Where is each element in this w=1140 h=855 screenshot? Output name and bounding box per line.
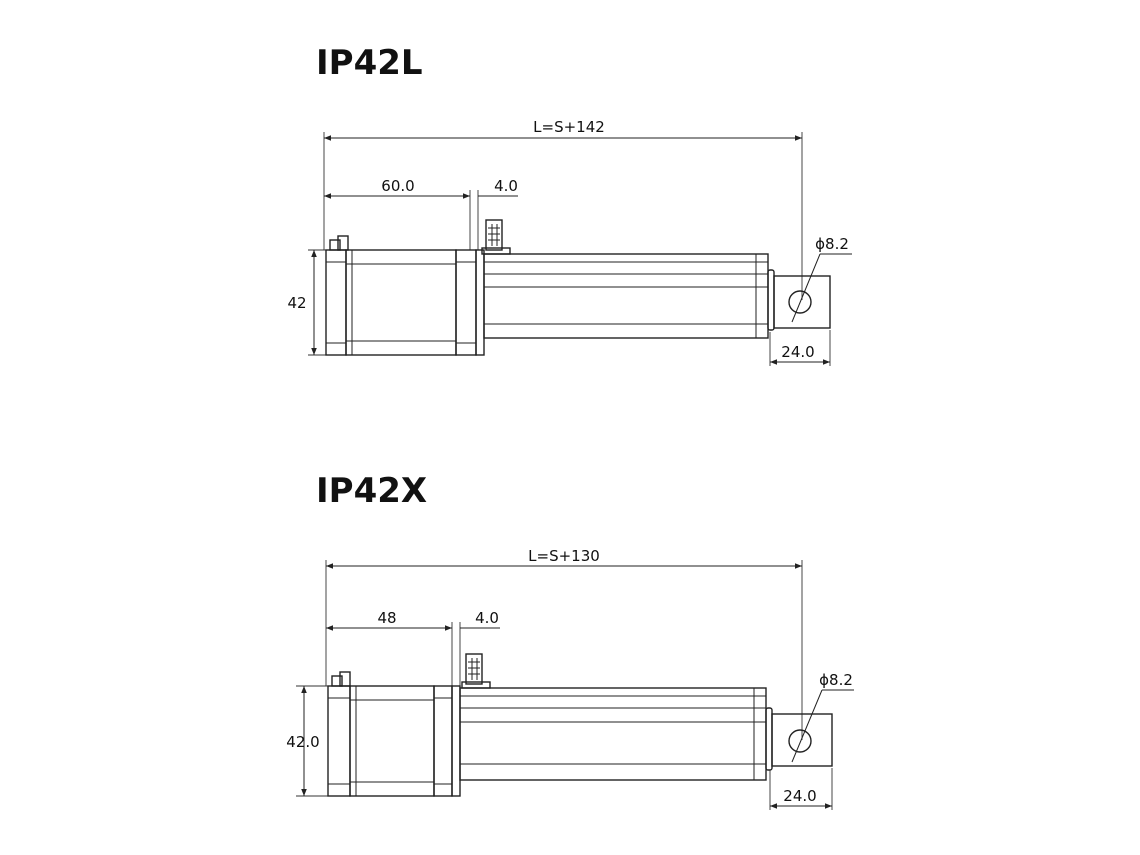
drawing-title: IP42X xyxy=(316,471,427,511)
overall-length-dimension: L=S+130 xyxy=(325,547,803,740)
actuator-body: ϕ8.2 xyxy=(327,653,854,797)
rod-end-dimension: 24.0 xyxy=(769,330,831,366)
overall-length-dimension: L=S+142 xyxy=(323,118,803,300)
motor-length-label: 60.0 xyxy=(381,177,414,195)
actuator-body: ϕ8.2 xyxy=(325,219,852,356)
hole-diameter-label: ϕ8.2 xyxy=(815,235,849,253)
rod-end-dimension: 24.0 xyxy=(769,768,833,810)
overall-length-label: L=S+142 xyxy=(533,118,605,136)
drawing-title: IP42L xyxy=(316,43,423,83)
drawing-ip42l: IP42L L=S+142 60.0 4.0 42 xyxy=(287,43,852,366)
motor-length-dimension: 48 4.0 xyxy=(326,609,500,686)
rod-end-length-label: 24.0 xyxy=(781,343,814,361)
height-dimension: 42 xyxy=(287,249,346,356)
height-label: 42 xyxy=(287,294,306,312)
rod-end-length-label: 24.0 xyxy=(783,787,816,805)
motor-length-dimension: 60.0 4.0 xyxy=(324,177,518,250)
flange-thickness-label: 4.0 xyxy=(475,609,499,627)
motor-length-label: 48 xyxy=(377,609,396,627)
height-dimension: 42.0 xyxy=(286,685,350,797)
height-label: 42.0 xyxy=(286,733,319,751)
rod-end-hole xyxy=(788,729,812,753)
rod-end-hole xyxy=(788,290,812,314)
drawing-ip42x: IP42X L=S+130 48 4.0 42.0 xyxy=(286,471,854,810)
flange-thickness-label: 4.0 xyxy=(494,177,518,195)
hole-diameter-label: ϕ8.2 xyxy=(819,671,853,689)
overall-length-label: L=S+130 xyxy=(528,547,600,565)
